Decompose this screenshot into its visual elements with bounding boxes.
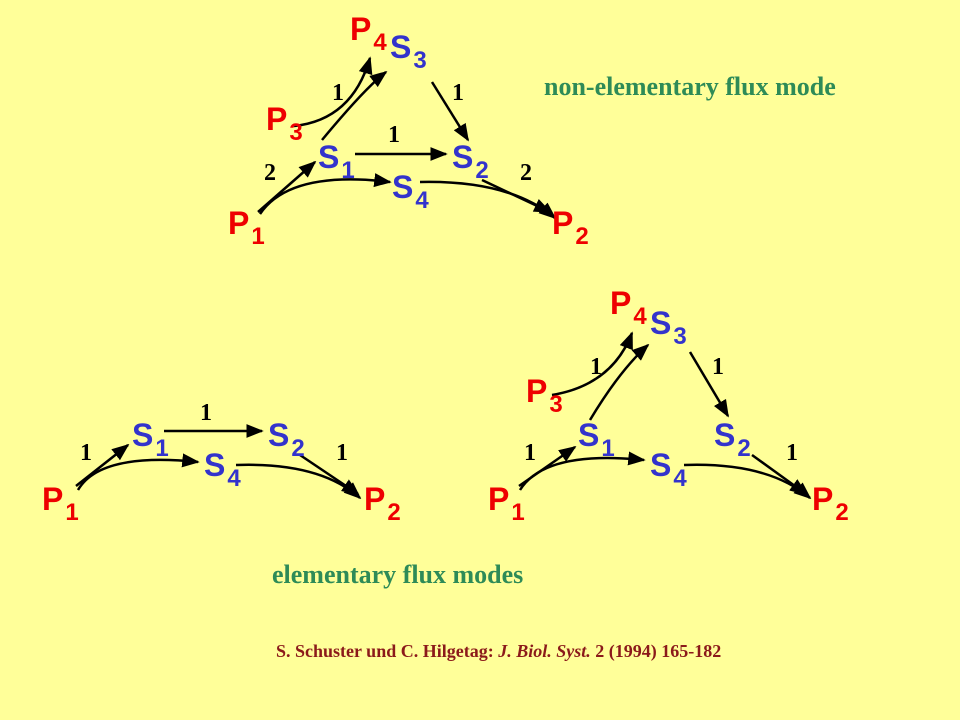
elementary-network-1: S1 S2 S4 P1 P2 1 1 1: [42, 400, 401, 526]
node-p2: P2: [364, 481, 401, 526]
node-p4: P4: [350, 11, 387, 56]
node-s1: S1: [132, 417, 169, 462]
edge-s3-s2: [430, 81, 470, 142]
coef-p1-s1: 1: [524, 440, 536, 466]
caption-non-elementary: non-elementary flux mode: [544, 72, 836, 101]
edge-p3-p4: [551, 331, 634, 397]
citation-authors: S. Schuster und C. Hilgetag:: [276, 641, 499, 661]
coef-s1-s2: 1: [388, 122, 400, 148]
node-s4: S4: [650, 447, 687, 492]
citation-journal: J. Biol. Syst.: [498, 641, 591, 661]
node-s4: S4: [392, 169, 429, 214]
node-s1: S1: [318, 139, 355, 184]
node-s2: S2: [452, 139, 489, 184]
coef-p1-s1: 2: [264, 160, 276, 186]
node-p1: P1: [228, 205, 265, 250]
citation-details: 2 (1994) 165-182: [590, 641, 722, 661]
edge-s1-s3: [588, 343, 650, 421]
coef-s1-s3: 1: [332, 80, 344, 106]
edge-p1-s4: [76, 453, 200, 491]
non-elementary-network: P4 S3 P3 S1 S2 S4 P1 P2 1 1 1 2 2: [228, 11, 589, 250]
node-s2: S2: [714, 417, 751, 462]
node-s3: S3: [390, 29, 427, 74]
coef-p1-s1: 1: [80, 440, 92, 466]
edge-p1-p2-via-s4: [258, 173, 392, 215]
coef-s3-s2: 1: [452, 80, 464, 106]
edge-p3-p4: [293, 56, 373, 128]
node-p1: P1: [42, 481, 79, 526]
node-p4: P4: [610, 285, 647, 330]
edge-s3-s2: [688, 351, 730, 418]
elementary-network-2: P4 S3 P3 S1 S2 S4 P1 P2 1 1 1 1: [488, 285, 849, 526]
edge-s4-p2: [419, 180, 557, 220]
coef-s2-p2: 2: [520, 160, 532, 186]
node-p3: P3: [266, 101, 303, 146]
node-s1: S1: [578, 417, 615, 462]
edge-p1-s4: [518, 451, 646, 491]
edge-s4-p2: [683, 463, 812, 500]
edge-s4-p2: [235, 463, 362, 500]
node-p2: P2: [552, 205, 589, 250]
edge-s1-s3: [321, 70, 388, 141]
node-p2: P2: [812, 481, 849, 526]
node-s2: S2: [268, 417, 305, 462]
citation: S. Schuster und C. Hilgetag: J. Biol. Sy…: [276, 641, 721, 662]
caption-elementary: elementary flux modes: [272, 560, 524, 589]
node-s4: S4: [204, 447, 241, 492]
edge-p1-s1: [75, 443, 130, 487]
coef-s2-p2: 1: [336, 440, 348, 466]
coef-s1-s3: 1: [590, 354, 602, 380]
coef-s1-s2: 1: [200, 400, 212, 426]
node-s3: S3: [650, 305, 687, 350]
node-p1: P1: [488, 481, 525, 526]
node-p3: P3: [526, 373, 563, 418]
coef-s2-p2: 1: [786, 440, 798, 466]
coef-s3-s2: 1: [712, 354, 724, 380]
